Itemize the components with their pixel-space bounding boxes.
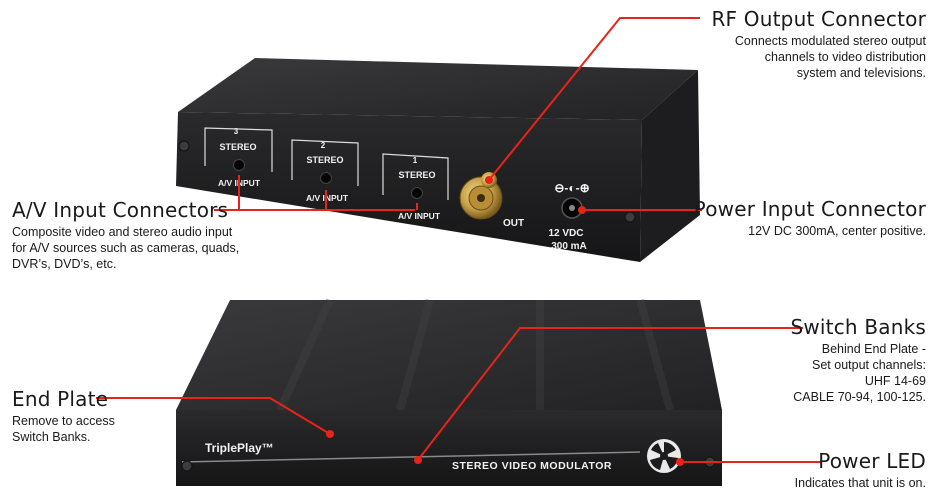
- callout-title: Switch Banks: [790, 315, 926, 339]
- leader-endplate: [96, 397, 331, 435]
- callout-av-input: A/V Input Connectors Composite video and…: [12, 199, 272, 272]
- leader-rf: [488, 17, 700, 181]
- screw: [178, 140, 190, 152]
- callout-end-plate: End Plate Remove to access Switch Banks.: [12, 388, 172, 445]
- av-input-2: 2 STEREO A/V INPUT: [291, 139, 359, 203]
- port-number: 1: [413, 156, 418, 165]
- upper-side-surface: [640, 70, 700, 262]
- callout-title: Power LED: [818, 449, 926, 473]
- callout-description: 12V DC 300mA, center positive.: [748, 224, 926, 238]
- port-number: 3: [234, 127, 239, 136]
- leader-dot-rf: [485, 176, 493, 184]
- upper-top-surface: [178, 58, 698, 120]
- end-plate: [176, 410, 722, 486]
- callout-power-input: Power Input Connector 12V DC 300mA, cent…: [686, 198, 926, 239]
- lower-top-surface: [176, 300, 722, 410]
- callout-description: Remove to access Switch Banks.: [12, 414, 115, 444]
- port-mode: STEREO: [219, 142, 256, 152]
- leader-switch: [417, 327, 803, 461]
- power-jack: ⊖-◐-⊕ 12 VDC 300 mA: [548, 181, 589, 252]
- callout-description: Indicates that unit is on.: [794, 476, 926, 490]
- leader-dot-switch: [414, 456, 422, 464]
- port-mode: STEREO: [398, 170, 435, 180]
- power-rating-voltage: 12 VDC: [548, 228, 583, 239]
- port-mode: STEREO: [306, 155, 343, 165]
- rf-out-label: OUT: [503, 218, 524, 229]
- leader-dot-led: [676, 458, 684, 466]
- screw: [181, 460, 193, 472]
- polarity-icon: ⊖-◐-⊕: [554, 181, 589, 195]
- callout-description: Connects modulated stereo output channel…: [734, 34, 926, 80]
- leader-lines: [96, 17, 822, 466]
- port-number: 2: [321, 141, 326, 150]
- callout-title: End Plate: [12, 387, 109, 411]
- callout-title: A/V Input Connectors: [12, 198, 229, 222]
- callout-rf-output: RF Output Connector Connects modulated s…: [686, 8, 926, 81]
- upper-unit-rear: 3 STEREO A/V INPUT 2 STEREO A/V INPUT 1 …: [176, 58, 700, 262]
- callout-power-led: Power LED Indicates that unit is on.: [726, 450, 926, 491]
- callout-description: Composite video and stereo audio input f…: [12, 225, 240, 271]
- leader-dot-endplate: [326, 430, 334, 438]
- model-name: STEREO VIDEO MODULATOR: [452, 460, 612, 472]
- screw: [624, 211, 636, 223]
- callout-switch-banks: Switch Banks Behind End Plate - Set outp…: [726, 316, 926, 405]
- port-label: A/V INPUT: [306, 193, 349, 203]
- leader-dot-power: [578, 206, 586, 214]
- callout-description: Behind End Plate - Set output channels: …: [793, 342, 926, 404]
- callout-title: RF Output Connector: [711, 7, 926, 31]
- power-rating-current: 300 mA: [551, 241, 587, 252]
- callout-title: Power Input Connector: [693, 197, 926, 221]
- av-input-1: 1 STEREO A/V INPUT: [382, 153, 449, 221]
- brand-logo: TriplePlay™: [205, 441, 274, 455]
- power-led-icon: [647, 439, 681, 473]
- port-label: A/V INPUT: [398, 211, 441, 221]
